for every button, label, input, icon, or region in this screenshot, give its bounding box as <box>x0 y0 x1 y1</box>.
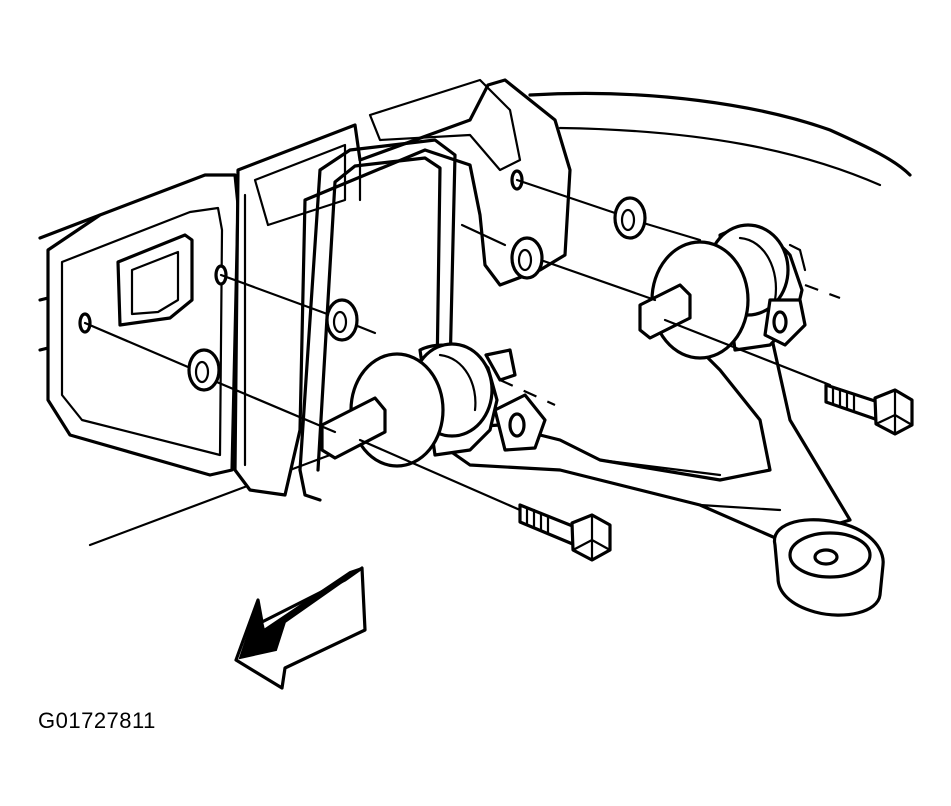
front-bushing <box>320 342 547 468</box>
rear-bolt <box>824 383 914 436</box>
loop-bracket <box>298 138 457 502</box>
tire-arc <box>528 91 912 177</box>
figure-id-label: G01727811 <box>38 708 156 733</box>
tire-arc-lower <box>558 126 882 187</box>
control-arm <box>418 298 885 617</box>
washers <box>187 196 647 392</box>
frame-bracket <box>46 173 240 477</box>
front-bolt <box>518 503 612 562</box>
bolt-axis-lines <box>83 178 841 512</box>
front-direction-arrow-icon <box>234 566 367 690</box>
rear-bushing <box>638 223 807 360</box>
